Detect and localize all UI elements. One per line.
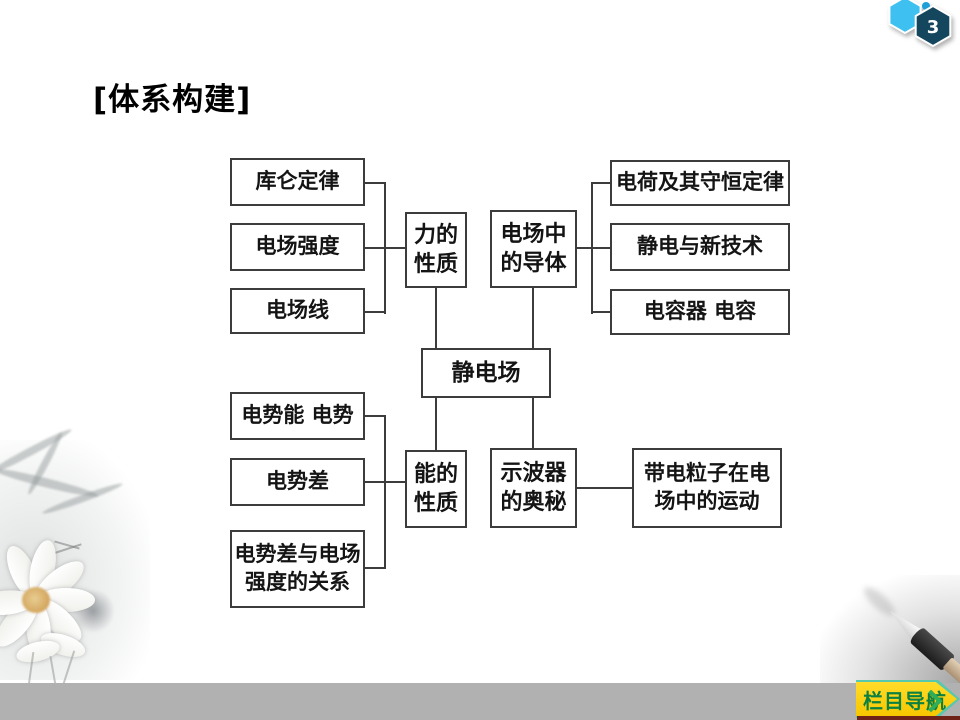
connector-line — [577, 247, 593, 249]
connector-line — [365, 311, 386, 313]
connector-line — [365, 481, 405, 483]
ink-wash-background — [0, 440, 150, 680]
node-electrostatic-field: 静电场 — [421, 348, 551, 398]
hub-force-properties: 力的 性质 — [405, 212, 467, 288]
dragonfly-icon — [52, 543, 82, 555]
node-pd-field-relation: 电势差与电场 强度的关系 — [230, 530, 365, 608]
node-charge-conservation: 电荷及其守恒定律 — [610, 160, 790, 206]
connector-line — [532, 288, 534, 348]
connector-line — [532, 398, 534, 448]
bamboo-leaf-icon — [25, 430, 65, 497]
node-field-lines: 电场线 — [230, 288, 365, 334]
calligraphy-brush-decoration — [820, 575, 960, 683]
page-badge: 3 — [888, 0, 952, 48]
connector-line — [435, 288, 437, 348]
nav-button-underline — [857, 716, 960, 720]
lotus-stem — [27, 652, 35, 683]
nav-button[interactable]: 栏目导航 — [856, 680, 960, 718]
badge-hexagon-light — [888, 0, 922, 35]
connector-line — [365, 567, 386, 569]
brush-handle — [942, 657, 960, 683]
bamboo-leaf-icon — [0, 426, 74, 478]
node-field-strength: 电场强度 — [230, 223, 365, 271]
node-charged-particle-motion: 带电粒子在电 场中的运动 — [632, 448, 782, 528]
lotus-stamen-icon — [22, 587, 50, 613]
lotus-petal — [0, 541, 47, 605]
lotus-petal — [29, 554, 90, 609]
nav-button-label: 栏目导航 — [863, 688, 947, 713]
hub-conductor-in-field: 电场中 的导体 — [490, 210, 577, 288]
lotus-petal — [14, 636, 62, 667]
nav-button-face: 栏目导航 — [856, 682, 957, 716]
brush-smudge — [860, 583, 900, 621]
connector-line — [435, 398, 437, 450]
lotus-seedpod-icon — [72, 588, 114, 634]
badge-hexagon-dark — [914, 4, 952, 48]
node-potential-energy: 电势能 电势 — [230, 392, 365, 440]
node-capacitor: 电容器 电容 — [610, 289, 790, 335]
node-coulomb-law: 库仑定律 — [230, 158, 365, 206]
dragonfly-icon — [54, 540, 80, 550]
lotus-petal — [28, 591, 88, 649]
corner-shadow — [820, 575, 960, 683]
connector-line — [384, 415, 386, 569]
lotus-petal — [0, 588, 37, 618]
lotus-petal — [24, 537, 61, 600]
connector-line — [591, 311, 610, 313]
lotus-petal — [38, 628, 88, 662]
connector-line — [591, 182, 610, 184]
lotus-petal — [37, 588, 95, 612]
connector-line — [365, 415, 386, 417]
bamboo-leaf-icon — [0, 464, 100, 501]
hub-energy-properties: 能的 性质 — [405, 450, 467, 528]
brush-tip — [885, 605, 922, 641]
bamboo-leaf-icon — [41, 480, 124, 517]
hub-oscilloscope-mystery: 示波器 的奥秘 — [490, 448, 577, 528]
lotus-petal — [24, 599, 54, 660]
page-number: 3 — [927, 17, 940, 38]
footer-bar — [0, 683, 960, 720]
connector-line — [365, 247, 405, 249]
connector-line — [591, 247, 610, 249]
node-static-new-tech: 静电与新技术 — [610, 223, 790, 271]
brush-ferrule — [908, 626, 957, 672]
lotus-stem — [62, 650, 76, 683]
lotus-petal — [0, 593, 45, 653]
page-title: [体系构建] — [93, 82, 252, 118]
connector-line — [577, 487, 632, 489]
lotus-decoration — [0, 420, 160, 683]
node-potential-difference: 电势差 — [230, 458, 365, 506]
lotus-stem — [49, 656, 57, 683]
connector-line — [365, 182, 386, 184]
